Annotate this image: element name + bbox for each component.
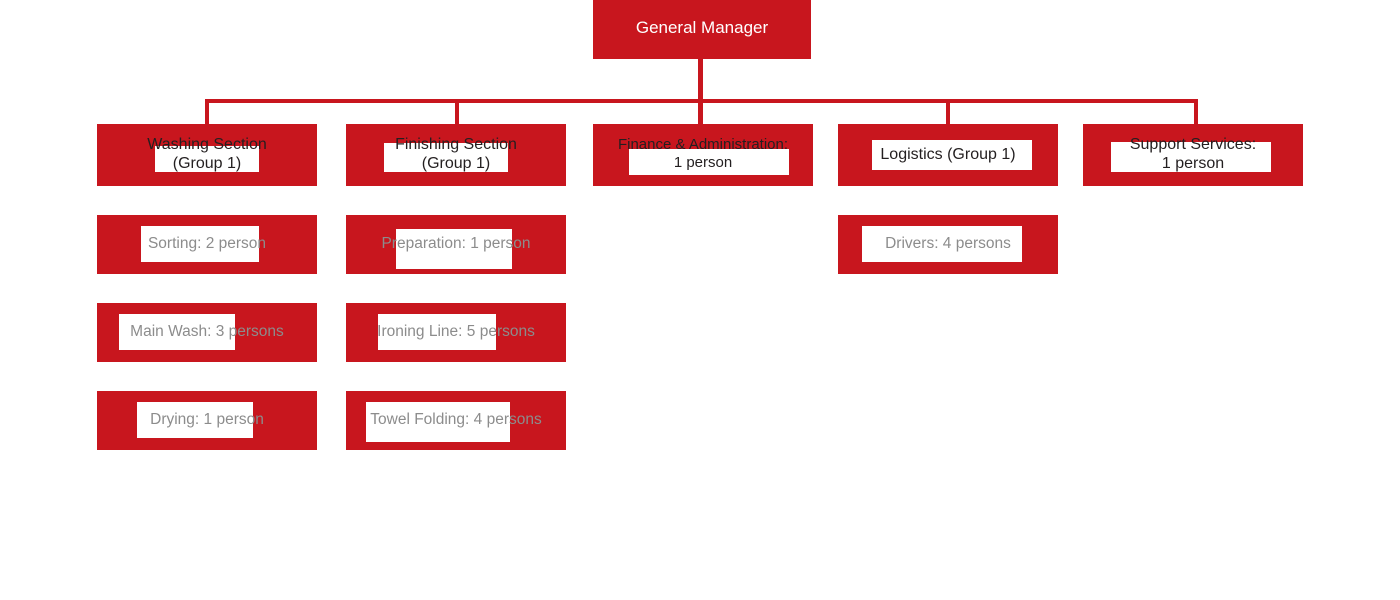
label-plate-finishing-section (384, 143, 508, 172)
connector-drop-finishing (455, 99, 459, 124)
label-plate-logistics (872, 140, 1032, 170)
node-sorting[interactable]: Sorting: 2 person (97, 215, 317, 274)
node-washing-section[interactable]: Washing Section (Group 1) (97, 124, 317, 186)
node-preparation[interactable]: Preparation: 1 person (346, 215, 566, 274)
node-towel-folding[interactable]: Towel Folding: 4 persons (346, 391, 566, 450)
connector-drop-washing (205, 99, 209, 124)
node-drivers[interactable]: Drivers: 4 persons (838, 215, 1058, 274)
label-plate-preparation (396, 229, 512, 269)
label-plate-drying (137, 402, 253, 438)
label-plate-washing-section (155, 146, 259, 172)
connector-drop-finance (698, 99, 703, 124)
label-plate-towel-folding (366, 402, 510, 442)
node-ironing-line[interactable]: Ironing Line: 5 persons (346, 303, 566, 362)
node-label-general-manager: General Manager (635, 18, 769, 37)
node-logistics[interactable]: Logistics (Group 1) (838, 124, 1058, 186)
connector-root-stem (698, 59, 703, 103)
node-main-wash[interactable]: Main Wash: 3 persons (97, 303, 317, 362)
label-plate-drivers (862, 226, 1022, 262)
node-support-services[interactable]: Support Services: 1 person (1083, 124, 1303, 186)
node-general-manager[interactable]: General Manager (593, 0, 811, 59)
label-plate-ironing-line (378, 314, 496, 350)
connector-drop-support (1194, 99, 1198, 124)
label-plate-finance-administration (629, 149, 789, 175)
label-plate-sorting (141, 226, 259, 262)
node-drying[interactable]: Drying: 1 person (97, 391, 317, 450)
node-finance-administration[interactable]: Finance & Administration: 1 person (593, 124, 813, 186)
label-plate-main-wash (119, 314, 235, 350)
node-finishing-section[interactable]: Finishing Section (Group 1) (346, 124, 566, 186)
label-plate-support-services (1111, 142, 1271, 172)
connector-drop-logistics (946, 99, 950, 124)
